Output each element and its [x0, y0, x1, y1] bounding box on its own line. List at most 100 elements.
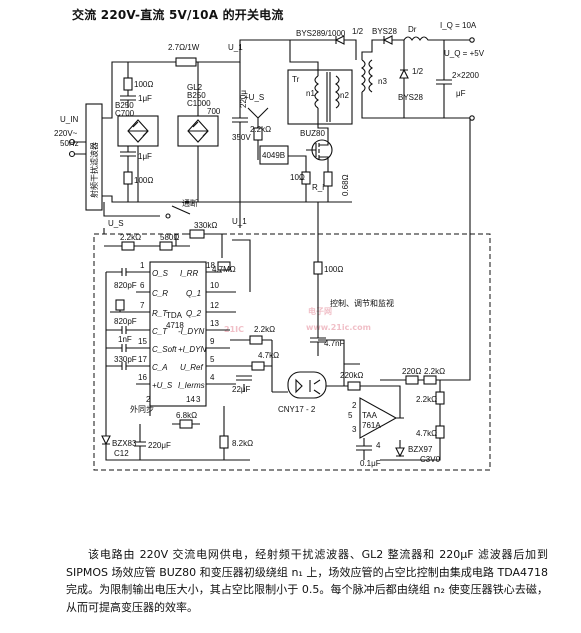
- resistor-580-label: 580Ω: [160, 233, 179, 242]
- resistor-220-label: 220Ω: [402, 367, 421, 376]
- pin-num-10: 10: [210, 281, 219, 290]
- ic-tda-number: 4718: [166, 321, 184, 330]
- opamp-pin-2: 2: [352, 401, 357, 410]
- resistor-220: [405, 375, 419, 385]
- resistor-220k-label: 220kΩ: [340, 371, 363, 380]
- resistor-100-c-label: 100Ω: [324, 265, 343, 274]
- diode-bys28-b-label: BYS28: [398, 93, 423, 102]
- resistor-100-a: [123, 77, 133, 91]
- input-voltage-symbol: U_IN: [60, 115, 78, 124]
- pin-num-1: 1: [140, 261, 145, 270]
- input-voltage: 220V~: [54, 129, 78, 138]
- tda-pin-irr: I_RR: [180, 269, 198, 278]
- rfi-filter-block: [85, 103, 103, 211]
- cap-2x2200-unit: μF: [456, 89, 466, 98]
- resistor-4k7-b: [435, 425, 445, 439]
- resistor-6k8: [179, 419, 193, 429]
- cap-1uf-a-label: 1μF: [138, 94, 152, 103]
- circuit-title: 交流 220V-直流 5V/10A 的开关电流: [72, 8, 284, 22]
- diode-bys28-a-label: BYS28: [372, 27, 397, 36]
- cap-350v-label: 350V: [232, 133, 251, 142]
- tda-pin-uref: U_Ref: [180, 363, 203, 372]
- opamp-pin-4: 4: [376, 441, 381, 450]
- watermark-main: 21IC: [224, 325, 244, 334]
- ic-tda4718: [149, 261, 207, 407]
- resistor-2k2-a-label: 2.2kΩ: [250, 125, 271, 134]
- cap-1nf-label: 1nF: [118, 335, 132, 344]
- resistor-10-label: 10Ω: [290, 173, 305, 182]
- tda-pin-cr: C_R: [152, 289, 168, 298]
- resistor-2k2-c: [249, 335, 263, 345]
- opamp-number: 761A: [362, 421, 381, 430]
- u1-node-label: U_1: [228, 43, 243, 52]
- bridge-gl2-cap: C1000: [187, 99, 211, 108]
- resistor-2k2-d-label: 2.2kΩ: [424, 367, 445, 376]
- watermark: 21IC 电子网 www.21ic.com: [224, 306, 371, 334]
- on-off-switch[interactable]: [165, 213, 171, 219]
- resistor-4m7-label: 4.7MΩ: [212, 265, 236, 274]
- ic-tda-name: TDA: [166, 311, 183, 320]
- bridge-a-cap: C700: [115, 109, 135, 118]
- tda-pin-idyn-neg: -I_DYN: [178, 327, 204, 336]
- cap-330pf-label: 330pF: [114, 355, 137, 364]
- tda-pin-us: +U_S: [152, 381, 173, 390]
- output-current-label: I_Q = 10A: [440, 21, 477, 30]
- pin-num-14: 14: [186, 395, 195, 404]
- tda-pin-idyn-pos: +I_DYN: [178, 345, 206, 354]
- cap-4n7-label: 4.7nF: [324, 339, 345, 348]
- resistor-4k7-label: 4.7kΩ: [258, 351, 279, 360]
- opamp-pin-5: 5: [348, 411, 353, 420]
- pin-num-9: 9: [210, 337, 215, 346]
- pin-num-3: 3: [196, 395, 201, 404]
- watermark-url: www.21ic.com: [306, 323, 371, 332]
- opamp-pin-3: 3: [352, 425, 357, 434]
- resistor-2k2-b-label: 2.2kΩ: [120, 233, 141, 242]
- resistor-8k2-label: 8.2kΩ: [232, 439, 253, 448]
- tda-pin-q1: Q_1: [186, 289, 201, 298]
- half-a-label: 1/2: [352, 27, 364, 36]
- transformer-tr: [287, 69, 353, 125]
- input-terminal-top[interactable]: [68, 138, 76, 146]
- zener-bzx97-label: BZX97: [408, 445, 433, 454]
- us-top-label: +U_S: [244, 93, 264, 102]
- tda-pin-csoft: C_Soft: [152, 345, 177, 354]
- tda-pin-ct: C_T: [152, 327, 168, 336]
- mains-section: 射频干扰滤波器 U_IN 220V~ 50Hz 2.7Ω/1W U_1 100Ω…: [54, 21, 485, 211]
- resistor-2k2-e: [435, 391, 445, 405]
- resistor-100-a-label: 100Ω: [134, 80, 153, 89]
- cap-220uf-b-label: 220μF: [148, 441, 171, 450]
- input-frequency: 50Hz: [60, 139, 79, 148]
- pin-num-18: 18: [206, 261, 215, 270]
- resistor-6k8-label: 6.8kΩ: [176, 411, 197, 420]
- zener-c3v0-label: C3V0: [420, 455, 441, 464]
- resistor-4k7-b-label: 4.7kΩ: [416, 429, 437, 438]
- opamp-label: TAA: [362, 411, 378, 420]
- resistor-330k-label: 330kΩ: [194, 221, 217, 230]
- cap-220u-label: 220μ: [239, 90, 248, 108]
- switch-label: 通断: [182, 198, 198, 208]
- cap-820pf-b-label: 820pF: [114, 317, 137, 326]
- circuit-schematic: 21IC 电子网 www.21ic.com 射频干扰滤波器 U_IN 220V~…: [54, 21, 491, 471]
- watermark-sub: 电子网: [308, 306, 332, 316]
- resistor-100-c: [313, 261, 323, 275]
- bridge-gl2-700: 700: [207, 107, 221, 116]
- output-terminal-plus[interactable]: [469, 37, 475, 43]
- cap-22uf-label: 22μF: [232, 385, 251, 394]
- ext-sync-label: 外同步: [130, 404, 154, 414]
- resistor-330k: [189, 229, 205, 239]
- optocoupler-cny17: [287, 371, 327, 399]
- resistor-220k: [347, 381, 361, 391]
- winding-n2: n2: [340, 91, 349, 100]
- pin-num-15: 15: [138, 337, 147, 346]
- optocoupler-label: CNY17 - 2: [278, 405, 316, 414]
- control-section: 通断 U_S U_1 TDA 4718 O_S C_R R_T C_T C_So…: [93, 118, 491, 471]
- resistor-ri: [323, 171, 333, 187]
- resistor-2k2-d: [423, 375, 437, 385]
- resistor-2r7: [175, 57, 197, 67]
- cap-0u1-label: 0.1μF: [360, 459, 381, 468]
- ic-4049b-label: 4049B: [262, 151, 285, 160]
- resistor-4m7: [217, 261, 231, 271]
- resistor-2k2-a: [253, 127, 263, 141]
- resistor-068-label: 0.68Ω: [341, 174, 350, 196]
- input-terminal-bottom[interactable]: [68, 150, 76, 158]
